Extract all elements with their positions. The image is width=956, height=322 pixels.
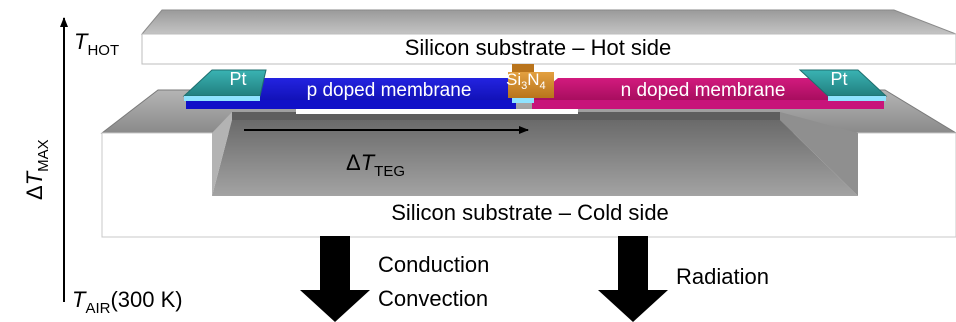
conduction-label: Conduction	[378, 252, 489, 277]
t-hot-label: THOT	[74, 29, 119, 59]
conduction-arrow	[300, 236, 370, 322]
radiation-arrow	[598, 236, 668, 322]
pt-pad-left	[182, 69, 267, 97]
si3n4-block	[508, 72, 554, 98]
cavity-right-wall	[780, 112, 858, 196]
cavity-left-ledge	[212, 112, 232, 196]
n-membrane-label: n doped membrane	[621, 80, 786, 101]
t-air-label: TAIR(300 K)	[72, 287, 183, 317]
n-membrane-top	[532, 78, 884, 100]
cold-substrate	[100, 89, 956, 238]
membrane-white-strip	[296, 109, 578, 114]
cold-substrate-label: Silicon substrate – Cold side	[391, 200, 669, 225]
p-membrane-label: p doped membrane	[307, 80, 472, 101]
p-membrane-top	[186, 78, 512, 100]
membrane-assembly: p doped membrane n doped membrane Pt Pt …	[182, 64, 888, 114]
hot-substrate-label: Silicon substrate – Hot side	[405, 35, 672, 60]
dt-max-label: ΔTMAX	[22, 139, 52, 200]
radiation-label: Radiation	[676, 264, 769, 289]
p-membrane-front	[186, 100, 516, 109]
pt-pad-right-front	[828, 96, 886, 101]
pt-left-label: Pt	[229, 69, 246, 89]
dt-teg-label: ΔTTEG	[346, 150, 405, 180]
pt-right-label: Pt	[830, 69, 847, 89]
si3n4-front	[512, 98, 534, 103]
convection-label: Convection	[378, 286, 488, 311]
n-membrane-front	[532, 100, 884, 109]
si3n4-label: Si3N4	[506, 70, 546, 92]
hot-substrate-front	[141, 33, 956, 65]
si3n4-cap	[512, 64, 534, 72]
hot-substrate: Silicon substrate – Hot side	[140, 9, 956, 65]
cavity-floor	[212, 120, 858, 196]
hot-substrate-top	[140, 9, 956, 35]
pt-pad-left-front	[184, 96, 260, 101]
